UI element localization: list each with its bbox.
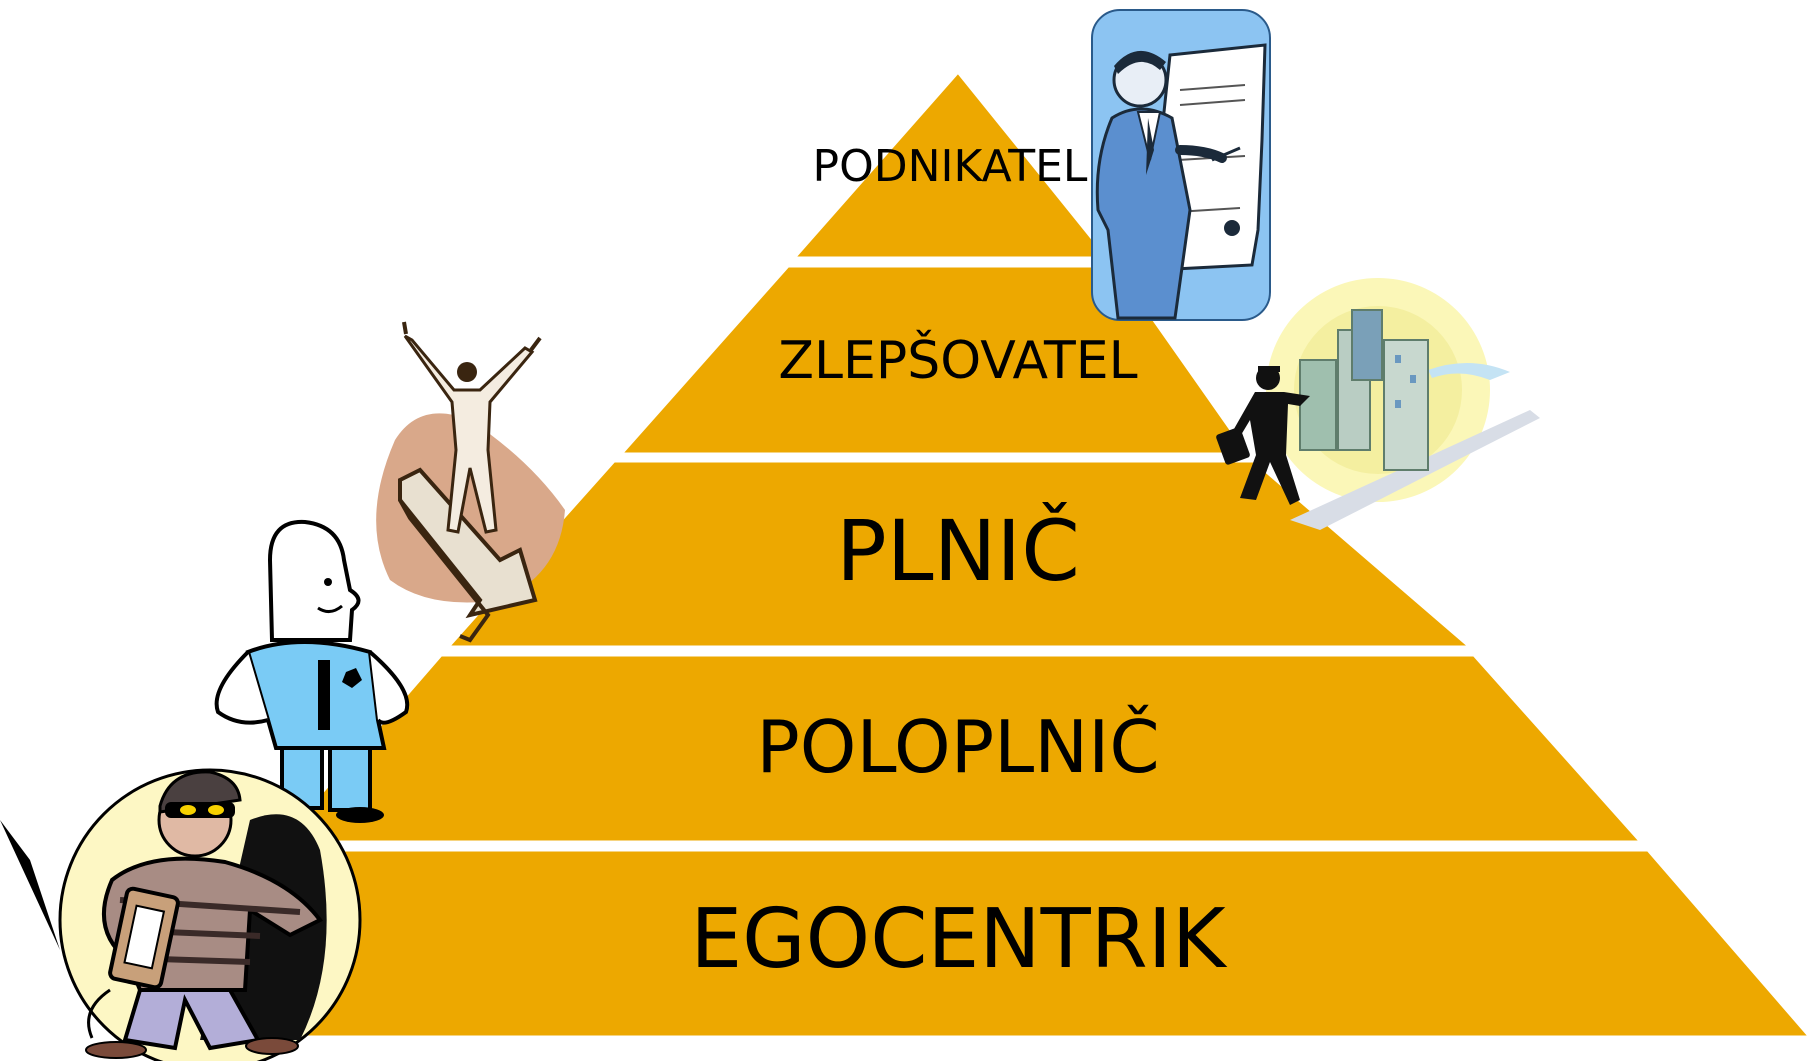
pyramid-levels [106,69,1810,1039]
level-label-podnikatel: PODNIKATEL [813,141,1088,192]
level-label-poloplnic: POLOPLNIČ [756,705,1159,789]
businessman-walking-to-city-icon [1216,278,1540,530]
level-label-plnic: PLNIČ [836,502,1080,600]
burglar-icon [0,768,362,1061]
man-on-arrow-icon [376,321,565,643]
security-guard-icon [214,519,410,823]
businessman-with-document-icon [1091,9,1271,321]
level-label-egocentrik: EGOCENTRIK [690,892,1228,987]
pyramid-level-1 [790,69,1112,260]
level-label-zlepsovatel: ZLEPŠOVATEL [778,329,1137,391]
